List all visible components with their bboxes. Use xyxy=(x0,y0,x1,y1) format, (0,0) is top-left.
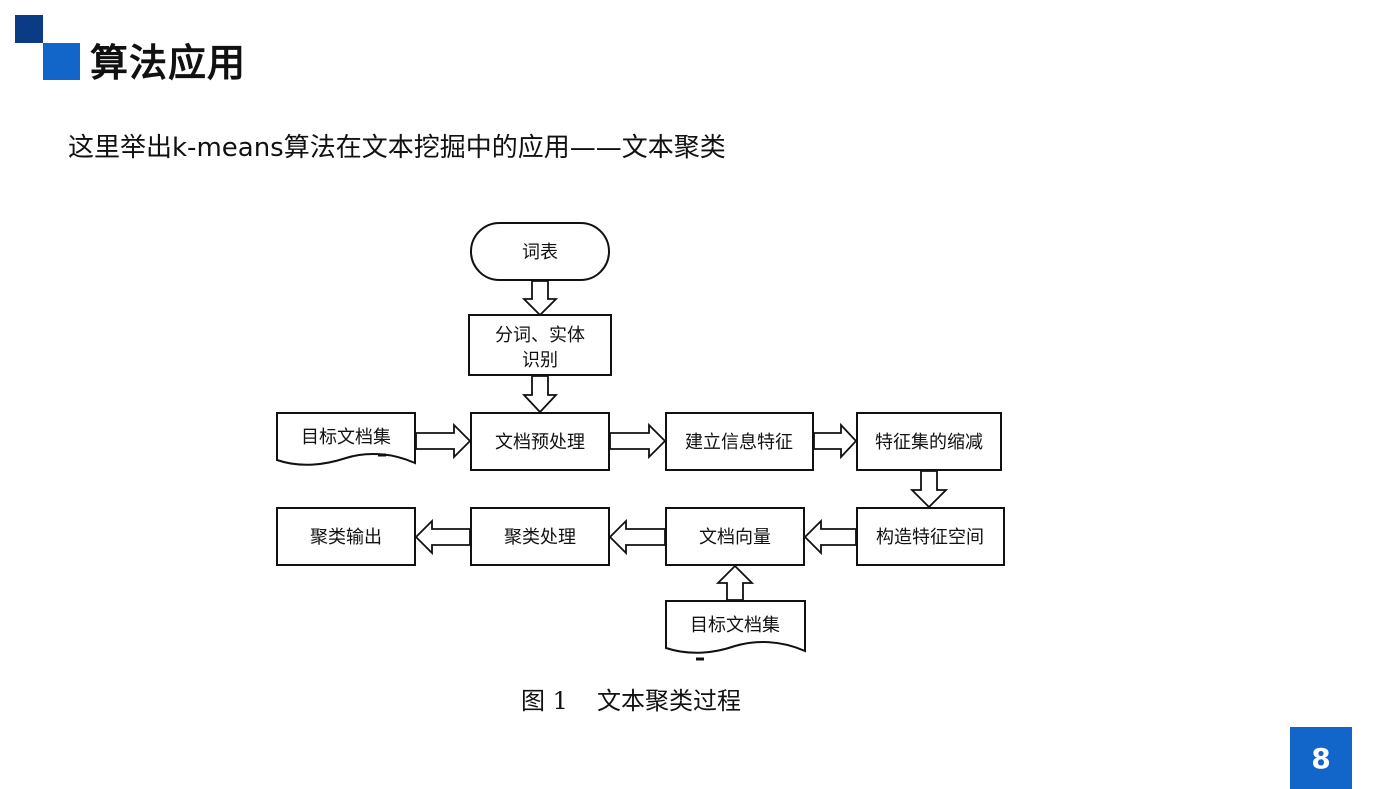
arrow-docs-to-preprocess xyxy=(415,422,472,460)
arrow-seg-to-preprocess xyxy=(521,375,559,414)
vocabulary-terminal xyxy=(470,222,610,281)
arrow-features-to-reduction xyxy=(813,422,858,460)
target-docs-bottom-shape xyxy=(665,600,806,654)
cluster-output-label: 聚类输出 xyxy=(310,527,382,548)
arrow-reduction-to-space xyxy=(909,470,949,509)
arrow-space-to-vector xyxy=(803,518,857,556)
slide-subtitle: 这里举出k-means算法在文本挖掘中的应用——文本聚类 xyxy=(68,133,726,163)
title-decoration-blue-square xyxy=(43,43,80,80)
arrow-cluster-to-output xyxy=(414,518,471,556)
arrow-preprocess-to-features xyxy=(609,422,667,460)
doc-vector-label: 文档向量 xyxy=(699,527,771,548)
build-features-label: 建立信息特征 xyxy=(685,432,793,453)
slide-title: 算法应用 xyxy=(90,41,247,85)
cluster-process-label: 聚类处理 xyxy=(504,527,576,548)
arrow-docs-to-vector xyxy=(715,564,755,601)
target-docs-left-shape xyxy=(276,412,416,466)
feature-space-box xyxy=(856,507,1005,566)
cluster-output-box xyxy=(276,507,416,566)
page-number-badge: 8 xyxy=(1290,727,1352,789)
segmentation-label-line1: 分词、实体 xyxy=(495,325,585,346)
title-decoration-dark-square xyxy=(15,15,43,43)
preprocess-label: 文档预处理 xyxy=(495,432,585,453)
preprocess-box xyxy=(470,412,610,471)
vocabulary-label: 词表 xyxy=(522,242,558,263)
figure-caption-title: 文本聚类过程 xyxy=(597,687,741,715)
feature-space-label: 构造特征空间 xyxy=(876,527,984,548)
figure-caption-label: 图 1 xyxy=(521,687,568,715)
segmentation-label-line2: 识别 xyxy=(522,350,558,371)
target-docs-bottom-label: 目标文档集 xyxy=(690,615,780,636)
doc-vector-box xyxy=(665,507,805,566)
arrow-vector-to-cluster xyxy=(608,518,666,556)
target-docs-left-label: 目标文档集 xyxy=(301,427,391,448)
cluster-process-box xyxy=(470,507,610,566)
arrow-vocab-to-seg xyxy=(521,280,559,317)
build-features-box xyxy=(665,412,814,471)
feature-reduction-label: 特征集的缩减 xyxy=(875,432,983,453)
feature-reduction-box xyxy=(856,412,1002,471)
segmentation-box xyxy=(468,314,612,376)
